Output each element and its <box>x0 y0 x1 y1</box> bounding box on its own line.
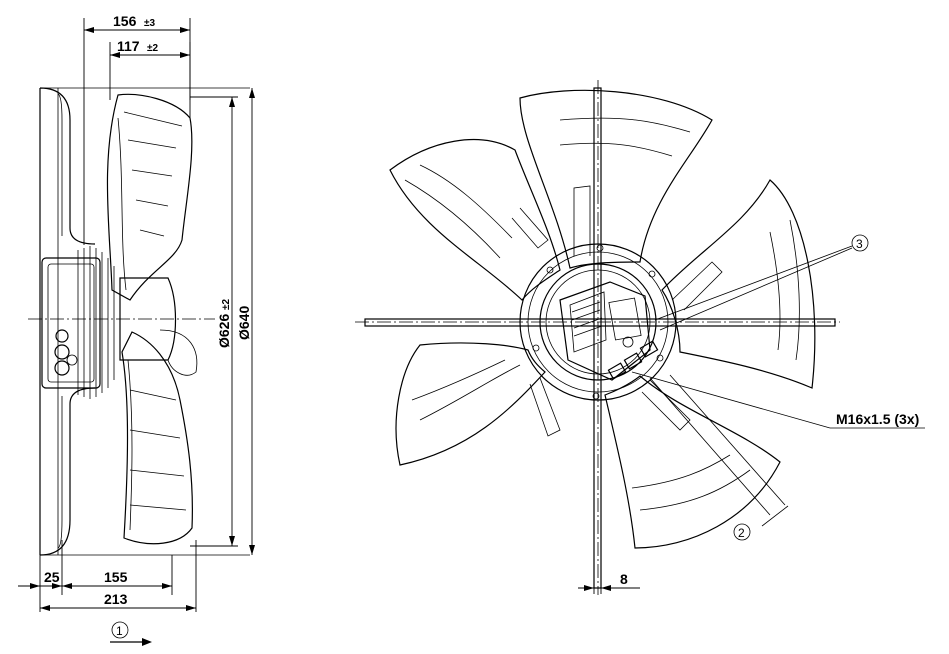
dim-blade-diameter: Ø626 ±2 <box>190 96 238 547</box>
blade-bottom-right <box>604 375 781 549</box>
motor-fins <box>77 246 115 399</box>
dim-outer-diameter-value: Ø640 <box>236 306 252 340</box>
front-cable-glands <box>607 340 659 380</box>
blade-top <box>519 89 713 269</box>
rotation-callout: 2 <box>649 374 789 541</box>
support-struts <box>364 87 836 589</box>
terminal-box <box>559 281 651 381</box>
gland-ref-callout-number: 3 <box>856 237 863 251</box>
dim-total-length-value: 213 <box>104 591 128 607</box>
dim-overall-depth-value: 156 <box>113 13 137 29</box>
rotation-callout-number: 2 <box>738 526 745 540</box>
dim-blade-diameter-tol: ±2 <box>221 299 232 310</box>
blade-left <box>389 139 561 301</box>
blade-bottom-left <box>395 342 546 466</box>
airflow-callout: 1 <box>110 621 152 646</box>
dim-blade-diameter-value: Ø626 <box>216 314 232 348</box>
dim-strut-width-value: 8 <box>620 571 628 587</box>
motor-housing <box>41 257 101 389</box>
side-view: 156 ±3 117 ±2 Ø626 ±2 Ø640 <box>18 13 255 646</box>
side-wall-ring-inner <box>57 88 63 555</box>
dim-outer-diameter: Ø640 <box>236 88 255 555</box>
blade-right <box>661 179 816 389</box>
front-view: 3 M16x1.5 (3x) 2 8 <box>355 80 925 595</box>
cable-gland-label-text: M16x1.5 (3x) <box>836 411 919 427</box>
dim-mount-depth-value: 155 <box>104 569 128 585</box>
gland-ref-callout: 3 <box>654 234 869 331</box>
side-wall-ring <box>39 87 96 556</box>
dim-blade-depth: 117 ±2 <box>109 38 191 100</box>
dim-bottom: 25 155 213 <box>18 540 197 612</box>
dim-overall-depth-tol: ±3 <box>144 18 155 29</box>
dim-strut-width: 8 <box>578 560 640 594</box>
dim-blade-depth-tol: ±2 <box>147 43 158 54</box>
front-blades <box>389 89 816 549</box>
side-blade-lower <box>121 331 193 545</box>
cable-gland-label: M16x1.5 (3x) <box>631 371 925 429</box>
side-hub <box>119 277 177 361</box>
side-cable-glands <box>54 329 78 376</box>
dim-blade-depth-value: 117 <box>117 38 140 54</box>
airflow-callout-number: 1 <box>116 624 123 638</box>
dim-flange-offset-value: 25 <box>44 569 60 585</box>
